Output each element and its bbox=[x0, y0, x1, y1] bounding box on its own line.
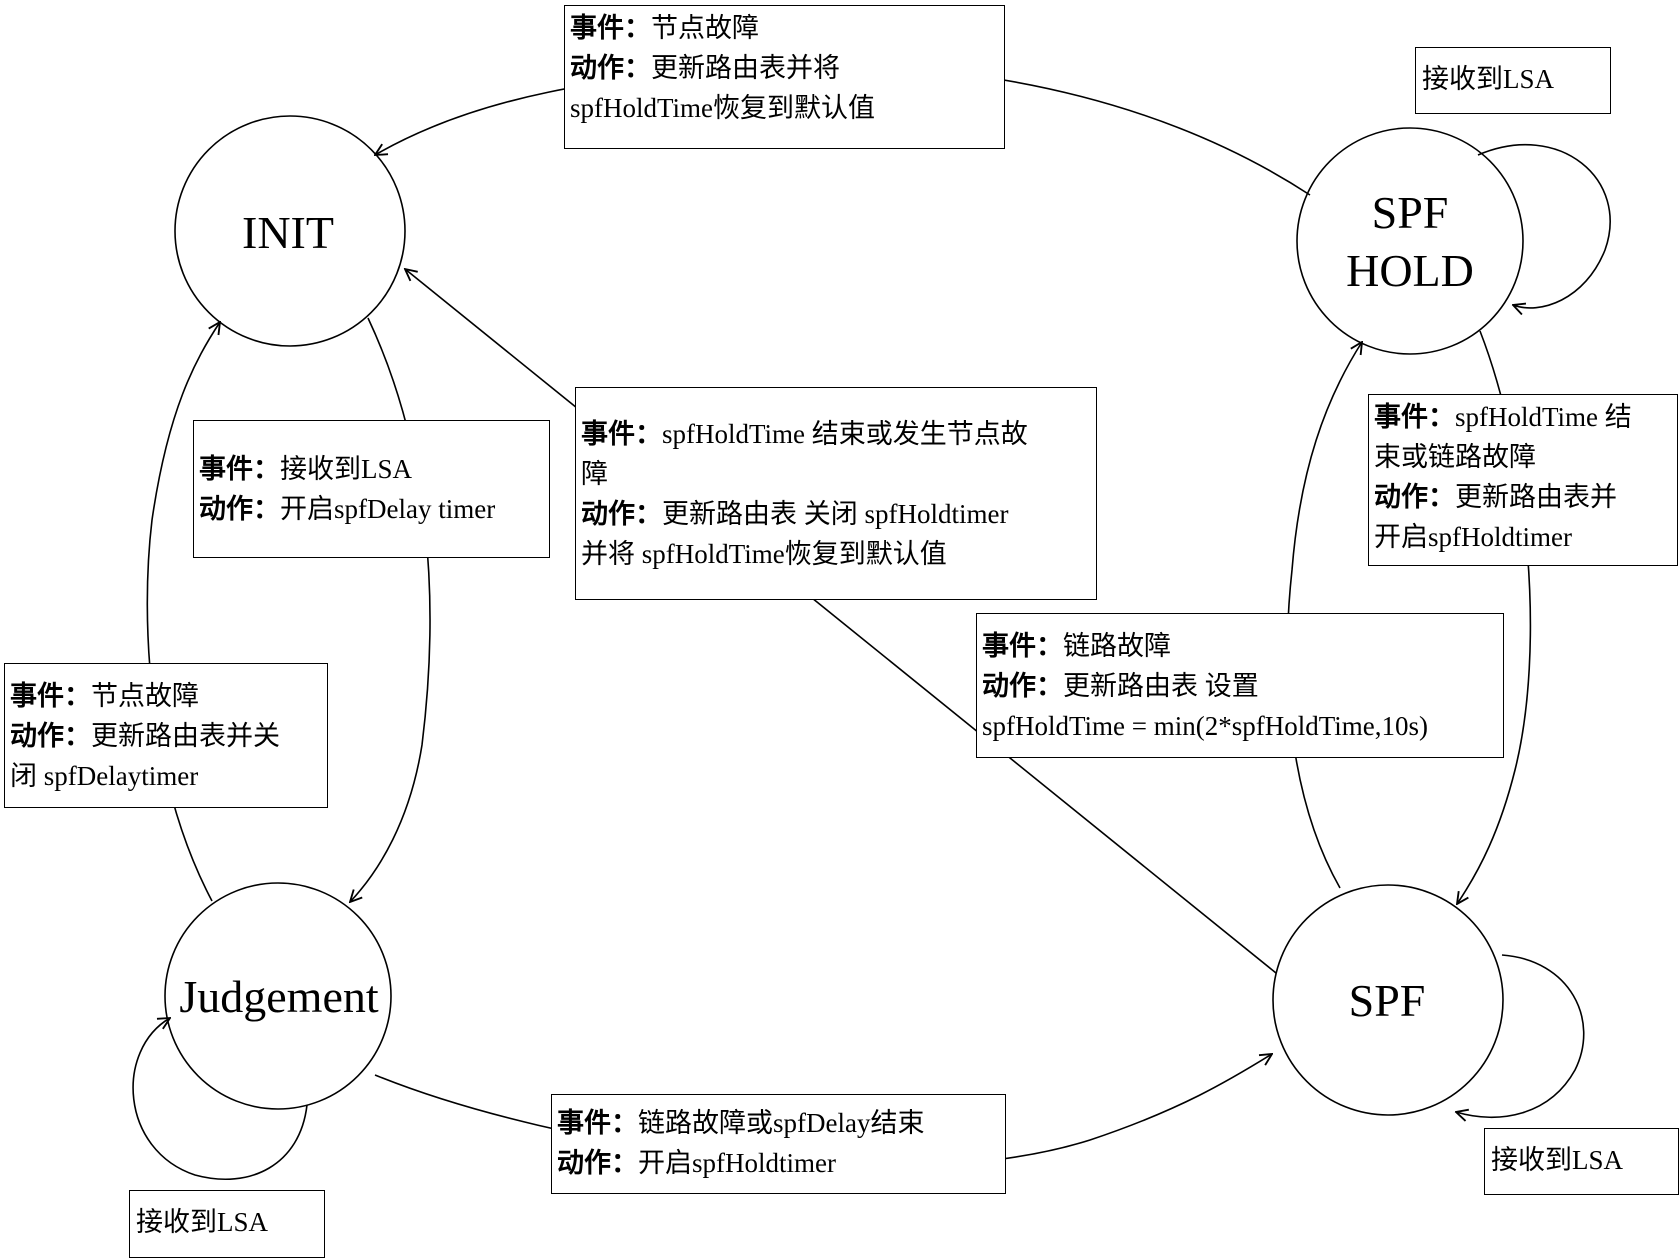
action-label: 动作： bbox=[10, 721, 91, 751]
event-label: 事件： bbox=[10, 681, 91, 711]
edge-init-to-judgement bbox=[350, 317, 431, 902]
action-text: 更新路由表并将 bbox=[651, 53, 840, 83]
label-hold-to-init: 事件：节点故障 动作：更新路由表并将 spfHoldTime恢复到默认值 bbox=[564, 5, 1005, 149]
action-text: 开启spfHoldtimer bbox=[638, 1148, 836, 1178]
state-spf-hold-label-line2: HOLD bbox=[1346, 245, 1474, 296]
action-label: 动作： bbox=[199, 494, 280, 524]
state-judgement-label: Judgement bbox=[179, 971, 379, 1022]
label-judgement-to-spf: 事件：链路故障或spfDelay结束 动作：开启spfHoldtimer bbox=[551, 1094, 1006, 1194]
action-text-cont: spfHoldTime = min(2*spfHoldTime,10s) bbox=[982, 711, 1429, 741]
action-text: 更新路由表并关 bbox=[91, 721, 280, 751]
self-loop-spf bbox=[1456, 954, 1585, 1117]
event-label: 事件： bbox=[1374, 402, 1455, 432]
event-text: 链路故障或spfDelay结束 bbox=[638, 1108, 925, 1138]
label-self-loop-spf: 接收到LSA bbox=[1484, 1128, 1679, 1195]
self-loop-spf-hold bbox=[1477, 143, 1611, 308]
label-judgement-to-init: 事件：节点故障 动作：更新路由表并关 闭 spfDelaytimer bbox=[4, 663, 328, 808]
self-loop-judgement bbox=[132, 1018, 308, 1180]
label-self-loop-spf-hold: 接收到LSA bbox=[1415, 47, 1611, 114]
label-init-to-judgement: 事件：接收到LSA 动作：开启spfDelay timer bbox=[193, 420, 550, 558]
event-label: 事件： bbox=[982, 631, 1063, 661]
event-text: 链路故障 bbox=[1063, 631, 1171, 661]
event-text: spfHoldTime 结束或发生节点故 bbox=[662, 419, 1028, 449]
action-text: 更新路由表 关闭 spfHoldtimer bbox=[662, 499, 1009, 529]
action-label: 动作： bbox=[557, 1148, 638, 1178]
action-text-cont: 并将 spfHoldTime恢复到默认值 bbox=[581, 539, 947, 569]
state-spf-label: SPF bbox=[1349, 975, 1426, 1026]
action-label: 动作： bbox=[581, 499, 662, 529]
event-label: 事件： bbox=[581, 419, 662, 449]
event-text-cont: 束或链路故障 bbox=[1374, 442, 1536, 472]
state-judgement-circle bbox=[164, 882, 392, 1110]
action-text-cont: 闭 spfDelaytimer bbox=[10, 761, 199, 791]
action-text: 更新路由表并 bbox=[1455, 482, 1617, 512]
state-init-label: INIT bbox=[242, 207, 334, 258]
action-text-cont: spfHoldTime恢复到默认值 bbox=[570, 93, 876, 123]
action-label: 动作： bbox=[1374, 482, 1455, 512]
event-label: 事件： bbox=[557, 1108, 638, 1138]
label-hold-to-spf: 事件：spfHoldTime 结 束或链路故障 动作：更新路由表并 开启spfH… bbox=[1368, 394, 1678, 566]
event-label: 事件： bbox=[199, 454, 280, 484]
event-text: 节点故障 bbox=[91, 681, 199, 711]
label-spf-to-init: 事件：spfHoldTime 结束或发生节点故 障 动作：更新路由表 关闭 sp… bbox=[575, 387, 1097, 600]
edge-spf-to-hold bbox=[1286, 342, 1362, 889]
event-text-cont: 障 bbox=[581, 459, 608, 489]
event-text: 接收到LSA bbox=[280, 454, 413, 484]
state-spf-hold-label-line1: SPF bbox=[1372, 187, 1449, 238]
edge-judgement-to-init bbox=[146, 322, 220, 902]
state-spf-hold-circle bbox=[1296, 127, 1524, 355]
event-text: spfHoldTime 结 bbox=[1455, 402, 1632, 432]
action-text: 更新路由表 设置 bbox=[1063, 671, 1259, 701]
event-label: 事件： bbox=[570, 13, 651, 43]
label-self-loop-judgement: 接收到LSA bbox=[129, 1190, 325, 1258]
state-spf-circle bbox=[1272, 884, 1504, 1116]
action-label: 动作： bbox=[982, 671, 1063, 701]
event-text: 节点故障 bbox=[651, 13, 759, 43]
action-text-cont: 开启spfHoldtimer bbox=[1374, 522, 1572, 552]
action-text: 开启spfDelay timer bbox=[280, 494, 496, 524]
state-init-circle bbox=[174, 115, 406, 347]
edge-spf-to-init bbox=[405, 269, 1277, 974]
action-label: 动作： bbox=[570, 53, 651, 83]
label-spf-to-hold: 事件：链路故障 动作：更新路由表 设置 spfHoldTime = min(2*… bbox=[976, 613, 1504, 758]
